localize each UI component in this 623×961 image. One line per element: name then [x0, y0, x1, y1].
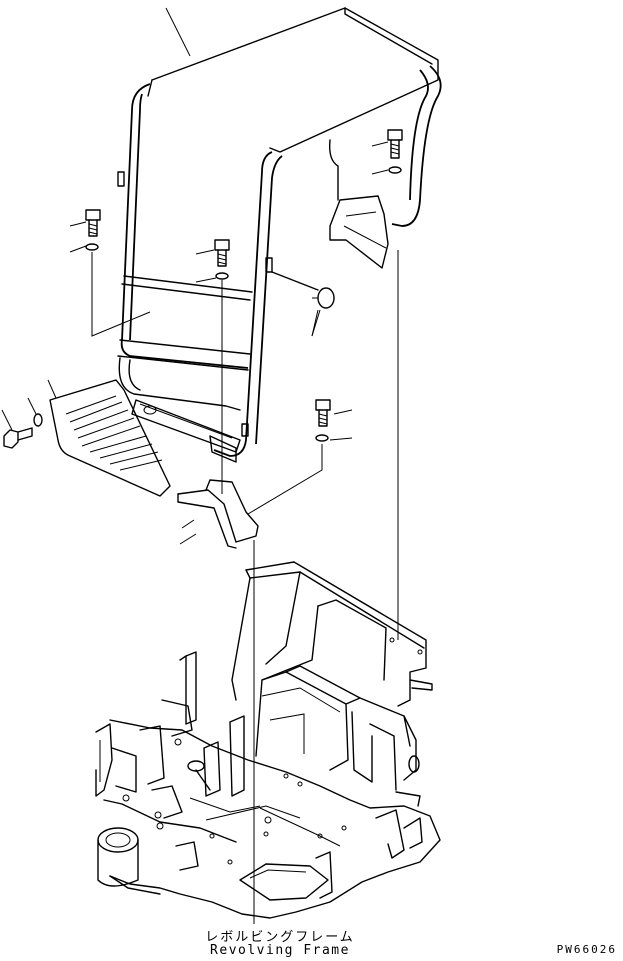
bolt-set-lower [247, 399, 353, 515]
leader-lines [165, 7, 321, 545]
frame-label-japanese: レボルビングフレーム [205, 930, 355, 945]
rear-mount-bracket [328, 139, 389, 269]
bolt-set-left [69, 209, 151, 337]
bolt-set-right [371, 129, 403, 640]
side-bolt [1, 397, 43, 449]
revolving-frame [95, 561, 441, 919]
frame-label-english: Revolving Frame [210, 943, 350, 958]
side-cover [47, 379, 171, 497]
canopy [117, 7, 442, 463]
drawing-code: PW66026 [556, 943, 617, 956]
bolt-set-center [195, 239, 230, 494]
grommet [271, 271, 335, 337]
mount-bracket [177, 479, 259, 549]
